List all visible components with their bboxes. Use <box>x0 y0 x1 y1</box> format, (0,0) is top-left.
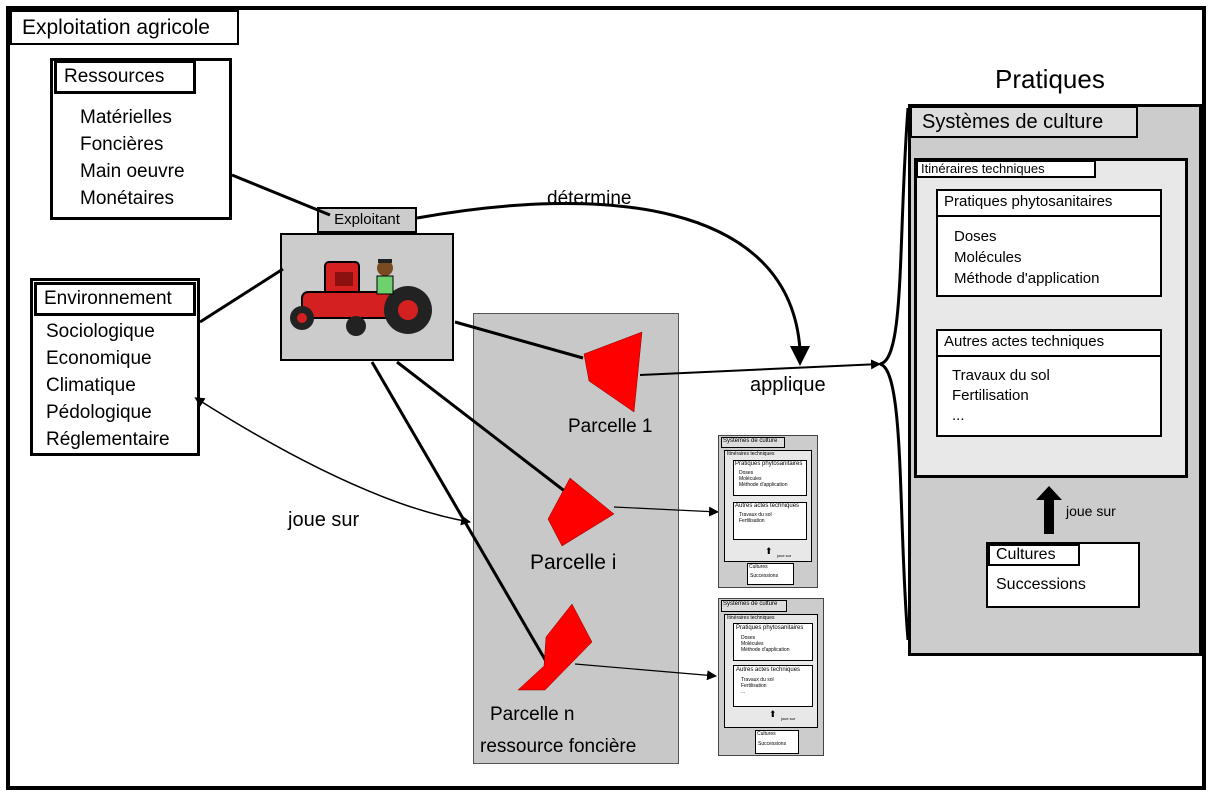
parcelle-i-shape <box>547 477 615 547</box>
phyto-item: Molécules <box>954 249 1022 266</box>
autres-list: Travaux du sol Fertilisation ... <box>952 366 1050 426</box>
mini-joue-sur: joue sur <box>781 716 796 721</box>
determine-arrow <box>416 202 802 351</box>
autres-title: Autres actes techniques <box>944 333 1105 350</box>
mini-phyto-title: Pratiques phytosanitaires <box>735 461 803 467</box>
joue-sur-arrow <box>194 397 471 526</box>
parcelle-n-label: Parcelle n <box>490 704 575 725</box>
mini-autres-item: Fertilisation <box>739 518 765 524</box>
tractor-illustration <box>290 259 432 336</box>
autres-item: Travaux du sol <box>952 367 1050 384</box>
phyto-item: Méthode d'application <box>954 270 1100 287</box>
pratiques-heading: Pratiques <box>995 64 1105 94</box>
ressource-item: Main oeuvre <box>80 161 185 182</box>
environnement-item: Sociologique <box>46 321 155 342</box>
applique-arrow <box>639 359 881 376</box>
mini-joue-sur: joue sur <box>777 553 792 558</box>
cultures-item: Successions <box>996 576 1086 593</box>
mini-autres-item: Travaux du sol <box>741 677 774 683</box>
applique-label: applique <box>750 374 826 396</box>
environnement-item: Pédologique <box>46 402 152 423</box>
mini-systeme-culture-1: Systèmes de culture Itinéraires techniqu… <box>718 435 818 588</box>
parcelle-n-shape <box>517 603 593 691</box>
cultures-title: Cultures <box>988 544 1080 566</box>
exploitant-label: Exploitant <box>334 211 400 228</box>
environnement-item: Réglementaire <box>46 429 170 450</box>
mini-cultures-title: Cultures <box>757 731 776 737</box>
phyto-item: Doses <box>954 228 997 245</box>
mini-autres-item: ... <box>741 689 746 695</box>
autres-item: Fertilisation <box>952 387 1029 404</box>
mini-phyto-item: Molécules <box>741 641 764 647</box>
exploitant-label-box: Exploitant <box>317 207 417 233</box>
parcel-shapes <box>517 331 643 691</box>
mini-cultures-title: Cultures <box>749 564 768 570</box>
connector-lines <box>194 107 910 681</box>
mini-autres-item: Travaux du sol <box>739 512 772 518</box>
ressource-item: Foncières <box>80 134 164 155</box>
environnement-list: Sociologique Economique Climatique Pédol… <box>46 318 170 453</box>
mini-up-arrow: ⬆ <box>769 709 777 719</box>
ressource-item: Matérielles <box>80 107 172 128</box>
mini-systemes-title: Systèmes de culture <box>723 438 778 444</box>
ressource-fonciere-label: ressource foncière <box>480 736 637 757</box>
systemes-culture-title: Systèmes de culture <box>910 106 1138 138</box>
up-arrow-icon <box>1036 486 1062 534</box>
mini-systeme-culture-2: Systèmes de culture Itinéraires techniqu… <box>718 598 824 756</box>
itineraires-title: Itinéraires techniques <box>916 160 1096 178</box>
phyto-box <box>936 189 1162 297</box>
environnement-title: Environnement <box>34 282 196 316</box>
mini-phyto-item: Méthode d'application <box>739 482 788 488</box>
ressource-item: Monétaires <box>80 188 174 209</box>
parcelle-1-shape <box>583 331 643 413</box>
diagram-frame <box>6 6 1206 790</box>
phyto-title: Pratiques phytosanitaires <box>944 193 1113 210</box>
mini-cultures-item: Successions <box>758 741 787 747</box>
parcelle-1-label: Parcelle 1 <box>568 416 653 437</box>
environnement-item: Economique <box>46 348 152 369</box>
ressource-fonciere-zone <box>473 313 679 764</box>
autres-divider <box>938 355 1160 357</box>
diagram-title: Exploitation agricole <box>10 10 239 45</box>
environnement-item: Climatique <box>46 375 136 396</box>
mini-phyto-item: Molécules <box>739 476 762 482</box>
autres-item: ... <box>952 407 965 424</box>
mini-itineraires-title: Itinéraires techniques <box>727 615 775 621</box>
phyto-divider <box>938 215 1160 217</box>
ressources-title: Ressources <box>54 60 196 94</box>
mini-cultures-item: Successions <box>750 573 779 579</box>
mini-autres-item: Fertilisation <box>741 683 767 689</box>
determine-label: détermine <box>547 188 632 209</box>
parcelle-i-label: Parcelle i <box>530 551 617 574</box>
ressources-list: Matérielles Foncières Main oeuvre Monéta… <box>80 104 185 212</box>
mini-autres-title: Autres actes techniques <box>736 667 801 673</box>
mini-phyto-item: Doses <box>741 635 756 641</box>
joue-sur-label: joue sur <box>288 509 360 531</box>
mini-phyto-title: Pratiques phytosanitaires <box>736 625 804 631</box>
autres-box <box>936 329 1162 437</box>
mini-autres-title: Autres actes techniques <box>735 503 800 509</box>
cultures-joue-sur-label: joue sur <box>1066 503 1116 519</box>
mini-up-arrow: ⬆ <box>765 546 773 556</box>
mini-phyto-item: Doses <box>739 470 754 476</box>
mini-phyto-item: Méthode d'application <box>741 647 790 653</box>
mini-itineraires-title: Itinéraires techniques <box>727 451 775 457</box>
mini-systemes-title: Systèmes de culture <box>723 601 778 607</box>
phyto-list: Doses Molécules Méthode d'application <box>954 226 1099 289</box>
